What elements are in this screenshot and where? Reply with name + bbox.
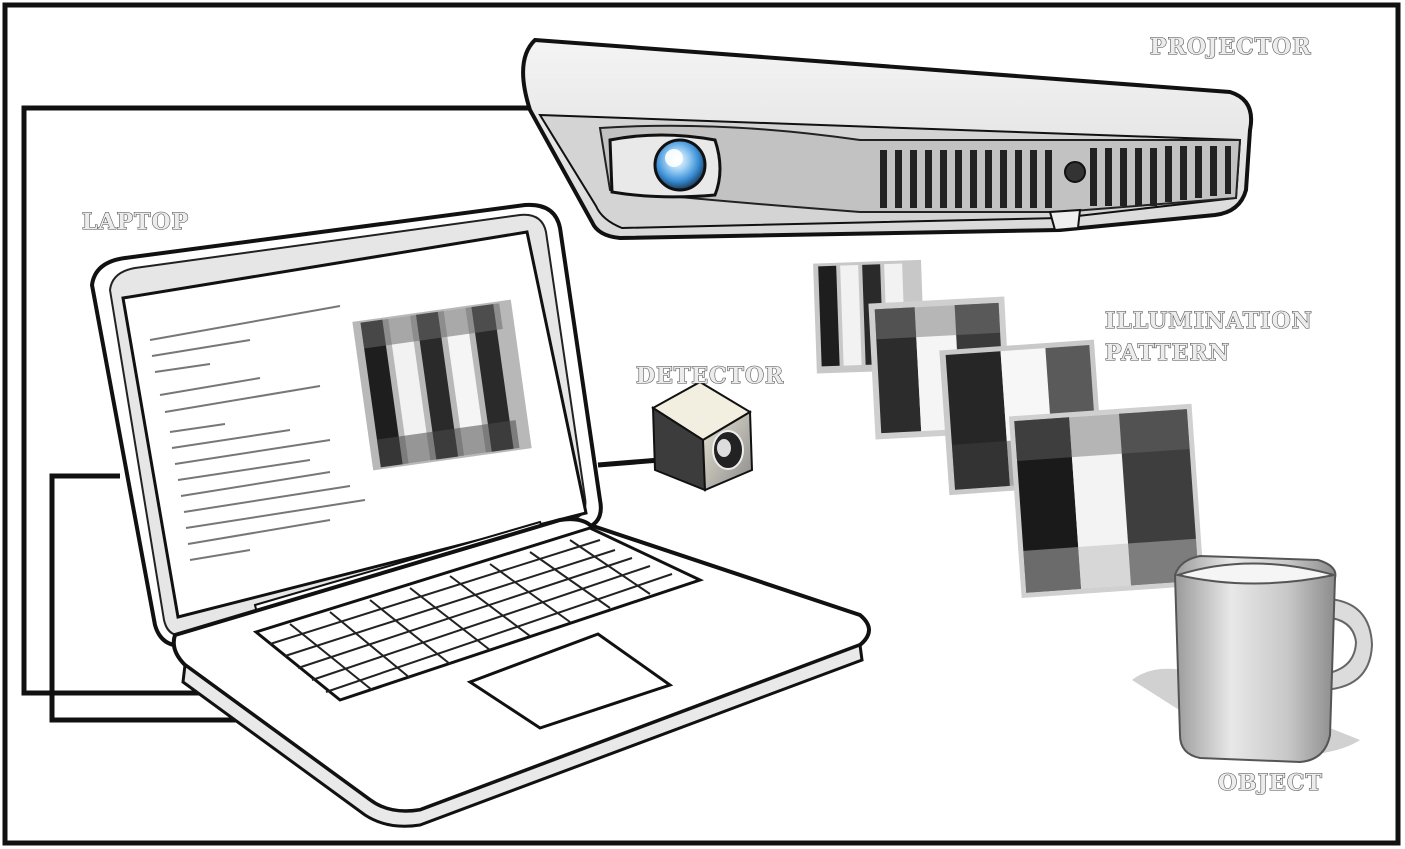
- cable-laptop-projector: [21, 105, 540, 696]
- illumination-patterns: [813, 259, 1205, 599]
- label-object: OBJECT: [1218, 770, 1323, 796]
- cables: [21, 105, 661, 723]
- cable-laptop-detector: [49, 473, 250, 723]
- pattern-tile-4: [1008, 403, 1205, 599]
- detector-cube-icon: [651, 380, 754, 492]
- cable-detector: [597, 457, 661, 468]
- screen-pattern: [352, 299, 532, 471]
- projector-vents: [880, 146, 1231, 208]
- laptop-keyboard: [252, 526, 705, 702]
- label-illumination: ILLUMINATION: [1105, 308, 1313, 334]
- label-detector: DETECTOR: [636, 363, 784, 389]
- laptop-touchpad: [466, 632, 674, 730]
- code-lines: [149, 305, 366, 561]
- mug-icon: [1132, 554, 1374, 764]
- projector-lens: [653, 138, 707, 192]
- label-laptop: LAPTOP: [82, 209, 189, 235]
- label-pattern: PATTERN: [1105, 340, 1230, 366]
- laptop-icon: [89, 202, 871, 828]
- label-projector: PROJECTOR: [1150, 34, 1312, 60]
- projector-icon: [521, 37, 1253, 241]
